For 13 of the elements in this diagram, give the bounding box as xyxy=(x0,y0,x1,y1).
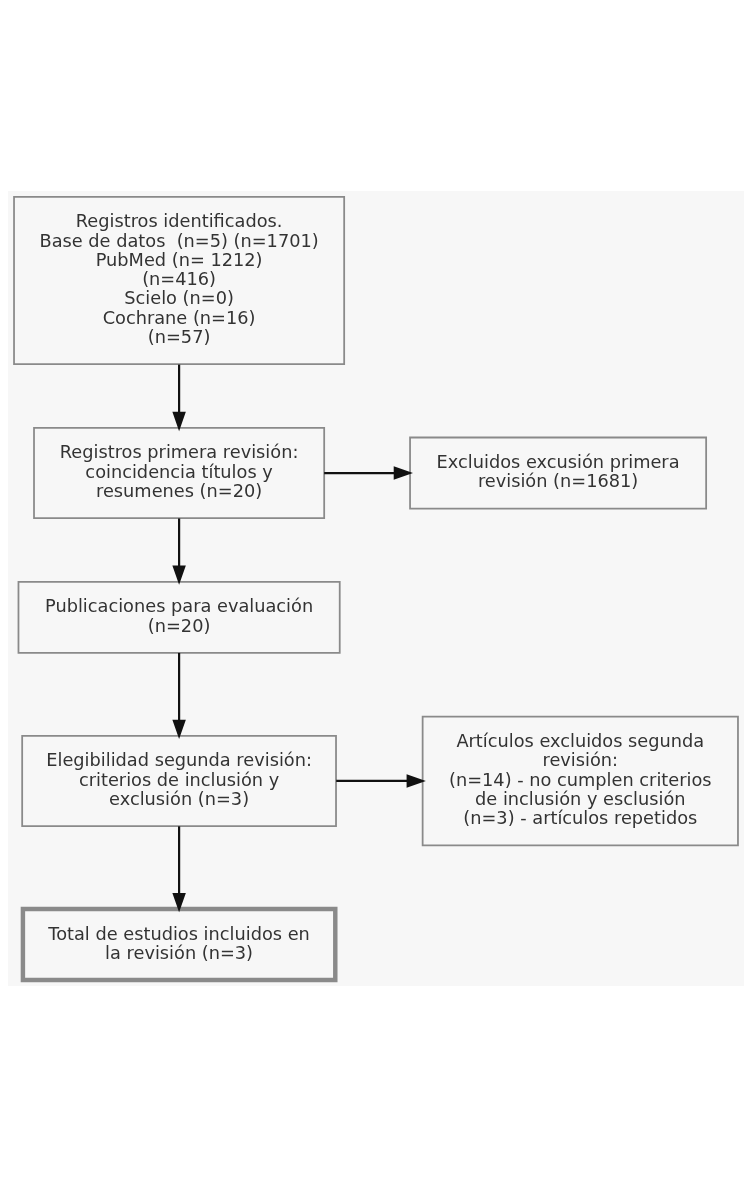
arrow xyxy=(336,774,426,788)
arrow xyxy=(172,826,186,913)
arrow xyxy=(172,652,186,740)
node-box: Registros identificados. Base de datos (n=5) (n=1701) PubMed (n= 1212) (n=416) Scielo (n=0) Cochrane (n=16) (n=57) xyxy=(13,196,346,366)
arrow xyxy=(172,364,186,432)
arrow xyxy=(324,466,413,480)
node-box: Excluidos excusión primera revisión (n=1681) xyxy=(409,436,708,510)
node-box: Artículos excluidos segunda revisión: (n=14) - no cumplen criterios de inclusión y esclusión (n=3) - artículos repetidos xyxy=(421,715,739,847)
node-box: Elegibilidad segunda revisión: criterios de inclusión y exclusión (n=3) xyxy=(21,734,337,827)
node-box: Registros primera revisión: coincidencia títulos y resumenes (n=20) xyxy=(33,427,326,520)
node-box: Publicaciones para evaluación (n=20) xyxy=(17,580,341,654)
node-box: Total de estudios incluidos en la revisión (n=3) xyxy=(20,906,338,983)
arrow xyxy=(172,518,186,585)
